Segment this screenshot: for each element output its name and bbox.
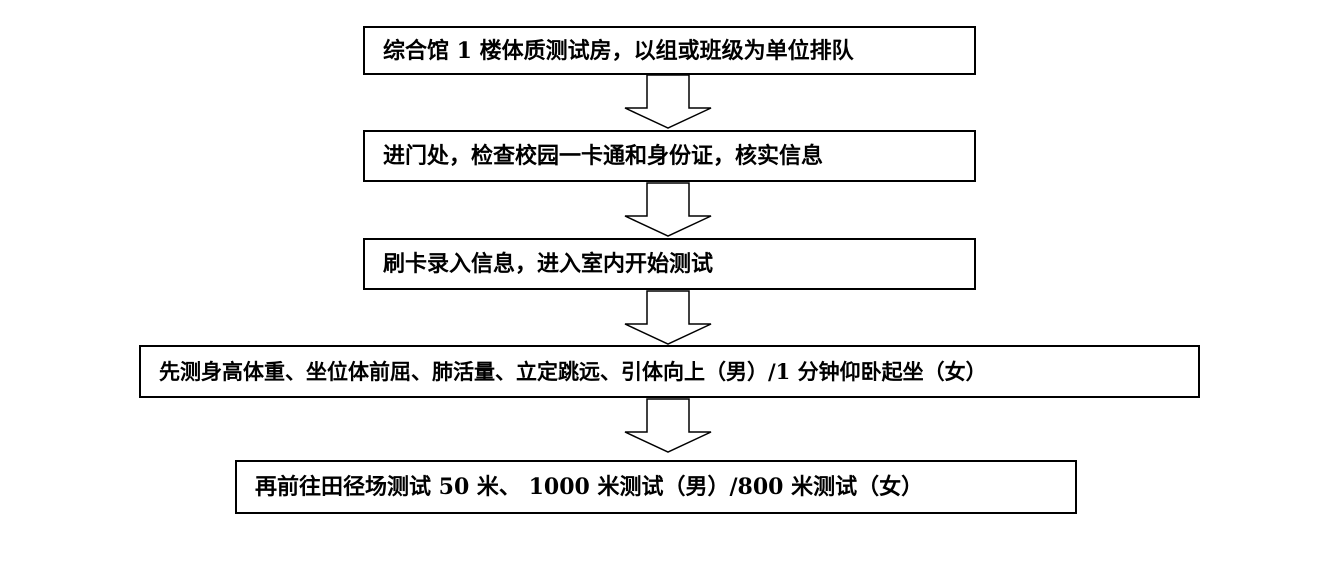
step-box-track-tests: 再前往田径场测试 50 米、 1000 米测试（男）/800 米测试（女） bbox=[235, 460, 1077, 514]
step-box-queue: 综合馆 1 楼体质测试房，以组或班级为单位排队 bbox=[363, 26, 976, 75]
step-text-indoor-tests: 先测身高体重、坐位体前屈、肺活量、立定跳远、引体向上（男）/1 分钟仰卧起坐（女… bbox=[159, 359, 987, 384]
down-arrow-icon bbox=[622, 398, 714, 454]
step-text-queue: 综合馆 1 楼体质测试房，以组或班级为单位排队 bbox=[383, 37, 854, 64]
down-arrow-icon bbox=[622, 290, 714, 346]
step-box-check-id: 进门处，检查校园一卡通和身份证，核实信息 bbox=[363, 130, 976, 182]
step-text-swipe-card: 刷卡录入信息，进入室内开始测试 bbox=[383, 251, 714, 277]
down-arrow-icon bbox=[622, 74, 714, 130]
step-text-check-id: 进门处，检查校园一卡通和身份证，核实信息 bbox=[383, 143, 824, 169]
step-text-track-tests: 再前往田径场测试 50 米、 1000 米测试（男）/800 米测试（女） bbox=[255, 474, 924, 500]
step-box-swipe-card: 刷卡录入信息，进入室内开始测试 bbox=[363, 238, 976, 290]
step-box-indoor-tests: 先测身高体重、坐位体前屈、肺活量、立定跳远、引体向上（男）/1 分钟仰卧起坐（女… bbox=[139, 345, 1200, 398]
down-arrow-icon bbox=[622, 182, 714, 238]
